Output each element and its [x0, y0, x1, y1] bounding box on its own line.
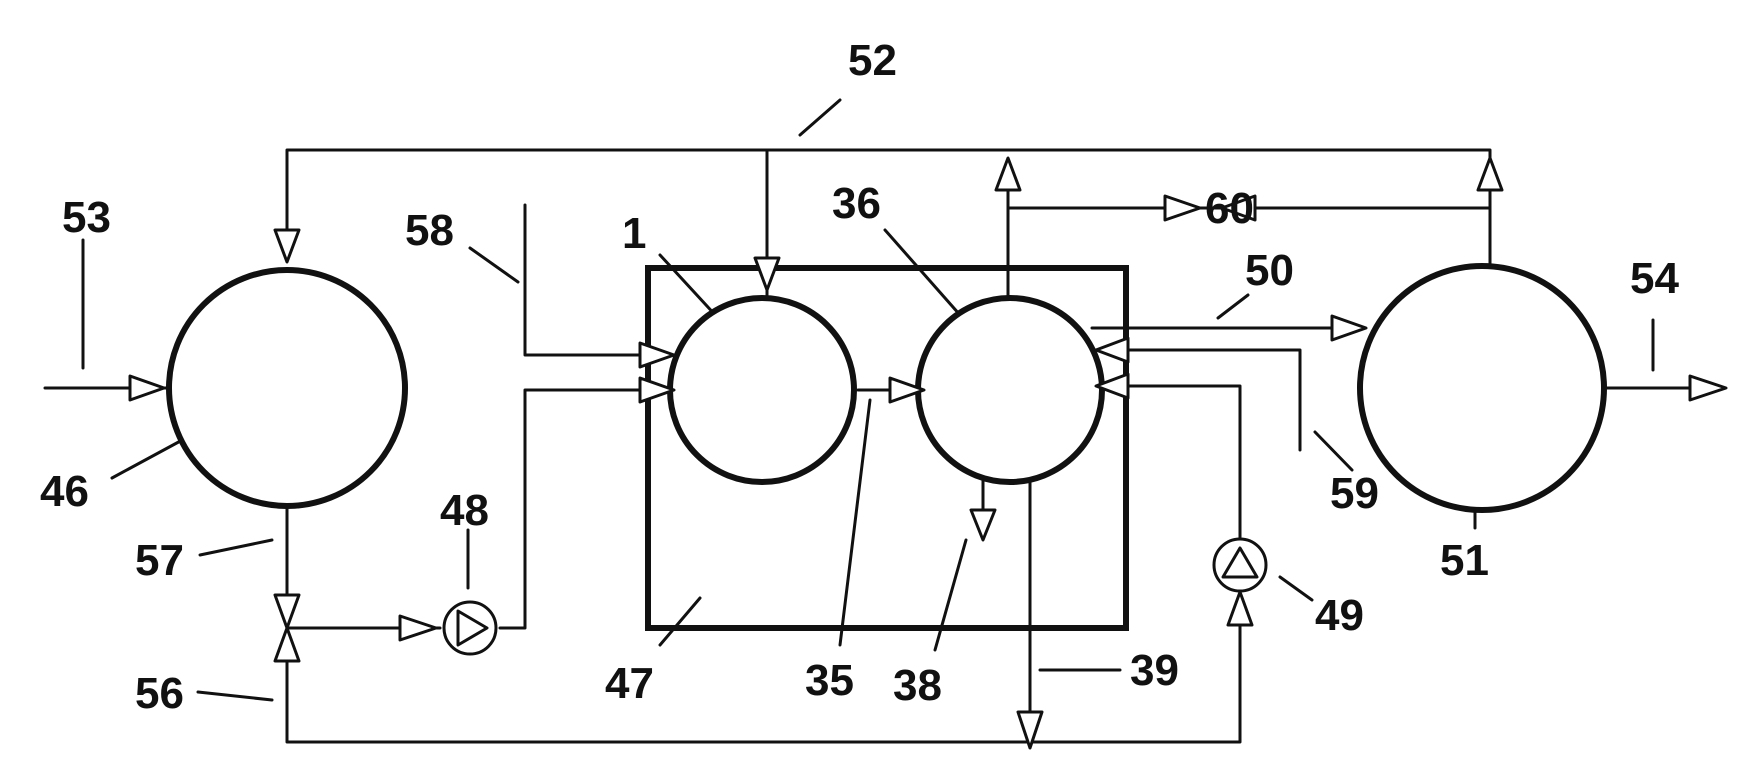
pump-49: [1212, 537, 1268, 593]
leader-52: [798, 98, 842, 137]
arrow-52-into-46: [273, 228, 301, 264]
label-1: 1: [622, 209, 646, 258]
label-53: 53: [62, 193, 111, 242]
arrow-59-into-36: [1094, 336, 1130, 364]
leader-56: [196, 690, 274, 702]
arrow-60-right: [1163, 194, 1202, 222]
line-59: [1090, 348, 1302, 452]
enclosure-47: [645, 265, 1129, 631]
label-54: 54: [1630, 254, 1679, 303]
arrow-54-out: [1688, 374, 1728, 402]
pump-48: [442, 600, 498, 656]
label-58: 58: [405, 206, 454, 255]
arrow-49-into-36: [1094, 372, 1130, 400]
vessel-36: [915, 295, 1105, 485]
label-50: 50: [1245, 246, 1294, 295]
leader-58: [468, 246, 520, 284]
label-38: 38: [893, 661, 942, 710]
leader-35: [838, 398, 872, 647]
arrow-48-into-1: [638, 376, 676, 404]
arrow-51-vent-up: [1476, 156, 1504, 192]
label-59: 59: [1330, 469, 1379, 518]
leader-49: [1278, 575, 1314, 602]
arrow-to-pump48: [398, 614, 438, 642]
line-pump49-discharge: [1090, 384, 1242, 542]
arrow-to-pump49: [1226, 590, 1254, 627]
arrow-50-into-51: [1330, 314, 1368, 342]
arrow-39-out: [1016, 710, 1044, 750]
arrow-58-into-1: [638, 341, 676, 369]
leader-47: [658, 596, 702, 647]
label-51: 51: [1440, 536, 1489, 585]
leader-1: [658, 253, 720, 320]
arrow-38-out: [969, 508, 997, 542]
leader-38: [933, 538, 968, 652]
leader-50: [1216, 293, 1250, 320]
label-36: 36: [832, 179, 881, 228]
label-47: 47: [605, 659, 654, 708]
valve-57-56: [273, 593, 301, 663]
label-56: 56: [135, 669, 184, 718]
label-60: 60: [1205, 184, 1254, 233]
label-46: 46: [40, 467, 89, 516]
arrow-53-into-46: [128, 374, 166, 402]
label-48: 48: [440, 486, 489, 535]
arrow-52-into-1: [753, 256, 781, 292]
vessel-51: [1357, 263, 1607, 513]
arrow-60-left: [1220, 194, 1257, 222]
line-58: [523, 203, 682, 357]
label-35: 35: [805, 656, 854, 705]
leader-36: [883, 228, 962, 317]
arrow-35-into-36: [888, 376, 926, 404]
line-pump48-discharge: [498, 388, 682, 630]
line-56-bottom: [285, 623, 1242, 744]
vessel-1: [667, 295, 857, 485]
leader-57: [198, 538, 274, 557]
vessel-46: [166, 267, 408, 509]
leader-59: [1313, 430, 1354, 472]
label-39: 39: [1130, 646, 1179, 695]
label-57: 57: [135, 536, 184, 585]
arrow-36-vent-up: [994, 156, 1022, 192]
label-49: 49: [1315, 591, 1364, 640]
flow-arrows: [128, 156, 1728, 750]
label-52: 52: [848, 36, 897, 85]
